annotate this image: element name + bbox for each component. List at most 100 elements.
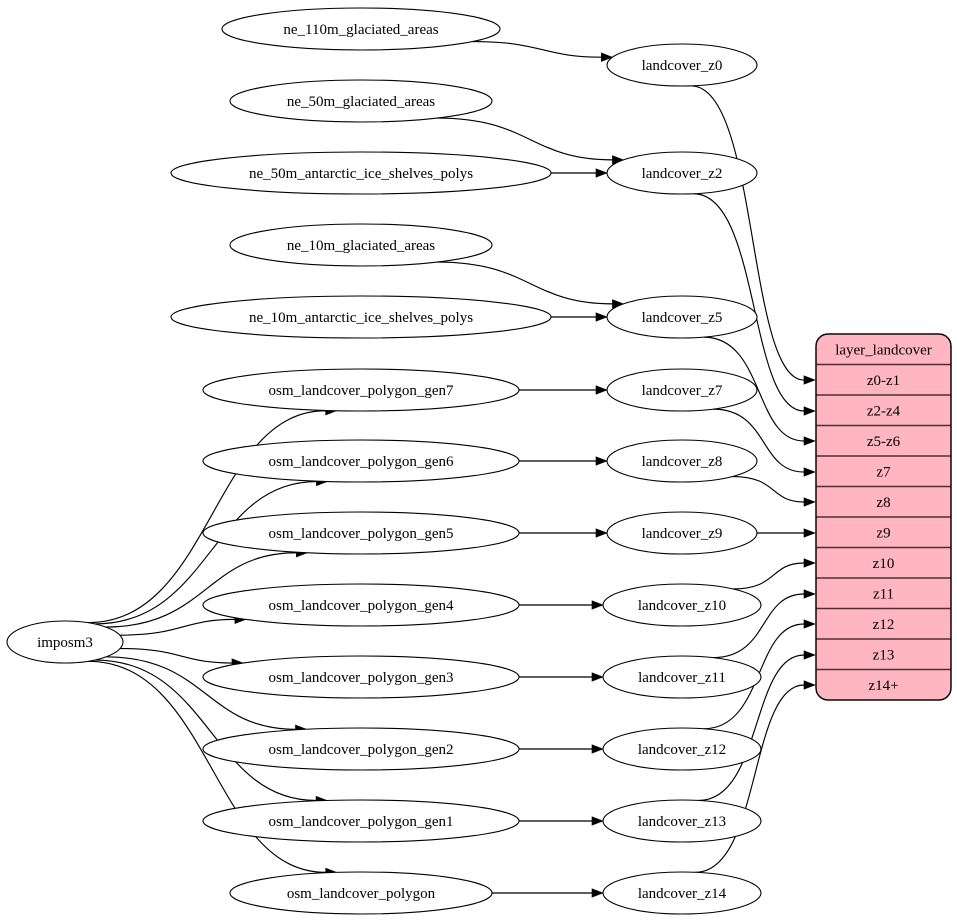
edge-landcover_z13-to-layer_landcover-z13 bbox=[698, 650, 816, 802]
edge-landcover_z8-to-layer_landcover-z8 bbox=[732, 475, 816, 507]
node-label: landcover_z14 bbox=[638, 886, 727, 902]
layer-table-row-z8[interactable]: z8 bbox=[816, 487, 951, 518]
layer-table-row-z11[interactable]: z11 bbox=[816, 578, 951, 609]
layer-table-header: layer_landcover bbox=[835, 342, 932, 358]
node-label: landcover_z9 bbox=[642, 526, 723, 542]
root-node-imposm3[interactable]: imposm3 bbox=[6, 620, 124, 664]
edge-landcover_z0-to-layer_landcover-z0-z1 bbox=[690, 85, 816, 385]
layer-table-row-label: z9 bbox=[876, 525, 890, 541]
layer-table-row-label: z7 bbox=[876, 464, 891, 480]
layer-node-landcover_z7[interactable]: landcover_z7 bbox=[606, 368, 758, 412]
edge-osm_landcover_polygon_gen2-to-landcover_z12 bbox=[518, 744, 604, 754]
layer-table-row-label: z11 bbox=[873, 586, 894, 602]
node-label: landcover_z12 bbox=[638, 742, 726, 758]
node-label: landcover_z13 bbox=[638, 814, 726, 830]
edge-osm_landcover_polygon-to-landcover_z14 bbox=[491, 888, 604, 898]
layer-table-row-label: z0-z1 bbox=[867, 373, 900, 389]
layer-table-row-label: z2-z4 bbox=[867, 403, 901, 419]
layer-table-row-z13[interactable]: z13 bbox=[816, 639, 951, 670]
node-label: landcover_z10 bbox=[638, 598, 726, 614]
layer-table-row-z2-z4[interactable]: z2-z4 bbox=[816, 395, 951, 426]
node-label: osm_landcover_polygon_gen3 bbox=[269, 670, 454, 686]
source-node-ne_10m_antarctic_ice_shelves_polys[interactable]: ne_10m_antarctic_ice_shelves_polys bbox=[170, 295, 552, 339]
layer-table-row-z9[interactable]: z9 bbox=[816, 517, 951, 548]
layer-node-landcover_z13[interactable]: landcover_z13 bbox=[602, 799, 762, 843]
node-label: osm_landcover_polygon_gen4 bbox=[269, 598, 454, 614]
edge-imposm3-to-osm_landcover_polygon_gen4 bbox=[119, 614, 247, 636]
source-node-osm_landcover_polygon_gen4[interactable]: osm_landcover_polygon_gen4 bbox=[202, 583, 520, 627]
node-label: osm_landcover_polygon_gen2 bbox=[269, 742, 454, 758]
source-node-ne_50m_glaciated_areas[interactable]: ne_50m_glaciated_areas bbox=[229, 79, 493, 123]
layer-node-landcover_z11[interactable]: landcover_z11 bbox=[602, 655, 762, 699]
source-node-osm_landcover_polygon_gen6[interactable]: osm_landcover_polygon_gen6 bbox=[202, 439, 520, 483]
node-label: ne_50m_antarctic_ice_shelves_polys bbox=[249, 166, 473, 182]
node-label: ne_10m_antarctic_ice_shelves_polys bbox=[249, 310, 473, 326]
source-node-osm_landcover_polygon_gen1[interactable]: osm_landcover_polygon_gen1 bbox=[202, 799, 520, 843]
node-label: landcover_z7 bbox=[642, 383, 723, 399]
edge-ne_50m_antarctic_ice_shelves_polys-to-landcover_z2 bbox=[551, 168, 608, 178]
layer-node-landcover_z2[interactable]: landcover_z2 bbox=[606, 151, 758, 195]
layer-node-landcover_z8[interactable]: landcover_z8 bbox=[606, 439, 758, 483]
node-label: landcover_z0 bbox=[642, 58, 723, 74]
layer-node-landcover_z0[interactable]: landcover_z0 bbox=[606, 43, 758, 87]
node-label: ne_50m_glaciated_areas bbox=[287, 94, 435, 110]
edge-osm_landcover_polygon_gen6-to-landcover_z8 bbox=[519, 456, 608, 466]
edge-imposm3-to-osm_landcover_polygon_gen3 bbox=[120, 647, 244, 668]
source-node-osm_landcover_polygon_gen3[interactable]: osm_landcover_polygon_gen3 bbox=[202, 655, 520, 699]
source-node-osm_landcover_polygon[interactable]: osm_landcover_polygon bbox=[229, 871, 493, 915]
nodes-layer: ne_110m_glaciated_areas ne_50m_glaciated_… bbox=[6, 7, 762, 915]
layer-table-row-label: z12 bbox=[873, 617, 895, 633]
layer-table-row-z5-z6[interactable]: z5-z6 bbox=[816, 426, 951, 457]
edge-landcover_z2-to-layer_landcover-z2-z4 bbox=[693, 193, 816, 416]
layer-table-row-z14+[interactable]: z14+ bbox=[816, 670, 951, 701]
layer-table-row-z10[interactable]: z10 bbox=[816, 548, 951, 579]
source-node-ne_110m_glaciated_areas[interactable]: ne_110m_glaciated_areas bbox=[221, 7, 501, 51]
layer-node-landcover_z10[interactable]: landcover_z10 bbox=[602, 583, 762, 627]
node-label: osm_landcover_polygon_gen5 bbox=[269, 526, 454, 542]
layer-table-row-label: z5-z6 bbox=[867, 434, 901, 450]
node-label: landcover_z5 bbox=[642, 310, 723, 326]
node-label: imposm3 bbox=[37, 635, 93, 651]
edge-landcover_z7-to-layer_landcover-z7 bbox=[713, 408, 816, 477]
edge-ne_110m_glaciated_areas-to-landcover_z0 bbox=[472, 40, 614, 62]
layer-table-row-label: z10 bbox=[873, 556, 895, 572]
edge-landcover_z11-to-layer_landcover-z11 bbox=[712, 589, 816, 659]
source-node-osm_landcover_polygon_gen5[interactable]: osm_landcover_polygon_gen5 bbox=[202, 511, 520, 555]
layer-table-row-label: z8 bbox=[876, 495, 890, 511]
layer-node-landcover_z5[interactable]: landcover_z5 bbox=[606, 295, 758, 339]
node-label: osm_landcover_polygon bbox=[287, 886, 436, 902]
edge-landcover_z9-to-layer_landcover-z9 bbox=[757, 528, 816, 538]
layer-node-landcover_z12[interactable]: landcover_z12 bbox=[602, 727, 762, 771]
layer-table-row-z12[interactable]: z12 bbox=[816, 609, 951, 640]
node-label: osm_landcover_polygon_gen6 bbox=[269, 454, 454, 470]
edge-osm_landcover_polygon_gen3-to-landcover_z11 bbox=[519, 672, 604, 682]
node-label: landcover_z11 bbox=[638, 670, 726, 686]
source-node-ne_10m_glaciated_areas[interactable]: ne_10m_glaciated_areas bbox=[229, 223, 493, 267]
edge-osm_landcover_polygon_gen5-to-landcover_z9 bbox=[519, 528, 608, 538]
layer-node-landcover_z14[interactable]: landcover_z14 bbox=[602, 871, 762, 915]
layer-table-row-label: z14+ bbox=[868, 678, 898, 694]
layer-landcover-table: layer_landcover z0-z1 z2-z4 z5-z6 z7 z8 z9 z10 z… bbox=[815, 333, 952, 701]
layer-table-row-label: z13 bbox=[873, 647, 895, 663]
edge-landcover_z10-to-layer_landcover-z10 bbox=[732, 558, 816, 590]
layer-table-outline bbox=[815, 333, 952, 701]
layer-table-row-z0-z1[interactable]: z0-z1 bbox=[816, 365, 951, 396]
edge-osm_landcover_polygon_gen7-to-landcover_z7 bbox=[519, 385, 608, 395]
node-label: landcover_z2 bbox=[642, 166, 723, 182]
node-label: osm_landcover_polygon_gen7 bbox=[269, 383, 454, 399]
source-node-ne_50m_antarctic_ice_shelves_polys[interactable]: ne_50m_antarctic_ice_shelves_polys bbox=[170, 151, 552, 195]
edge-osm_landcover_polygon_gen4-to-landcover_z10 bbox=[519, 600, 604, 610]
layer-node-landcover_z9[interactable]: landcover_z9 bbox=[606, 511, 758, 555]
node-label: ne_10m_glaciated_areas bbox=[287, 238, 435, 254]
edge-landcover_z14-to-layer_landcover-z14- bbox=[695, 680, 816, 873]
edge-osm_landcover_polygon_gen1-to-landcover_z13 bbox=[519, 816, 604, 826]
edge-landcover_z5-to-layer_landcover-z5-z6 bbox=[703, 336, 816, 446]
source-node-osm_landcover_polygon_gen2[interactable]: osm_landcover_polygon_gen2 bbox=[202, 727, 520, 771]
layer-table-row-z7[interactable]: z7 bbox=[816, 456, 951, 487]
source-node-osm_landcover_polygon_gen7[interactable]: osm_landcover_polygon_gen7 bbox=[202, 368, 520, 412]
node-label: ne_110m_glaciated_areas bbox=[283, 22, 438, 38]
edge-ne_10m_antarctic_ice_shelves_polys-to-landcover_z5 bbox=[551, 312, 608, 322]
node-label: osm_landcover_polygon_gen1 bbox=[269, 814, 454, 830]
